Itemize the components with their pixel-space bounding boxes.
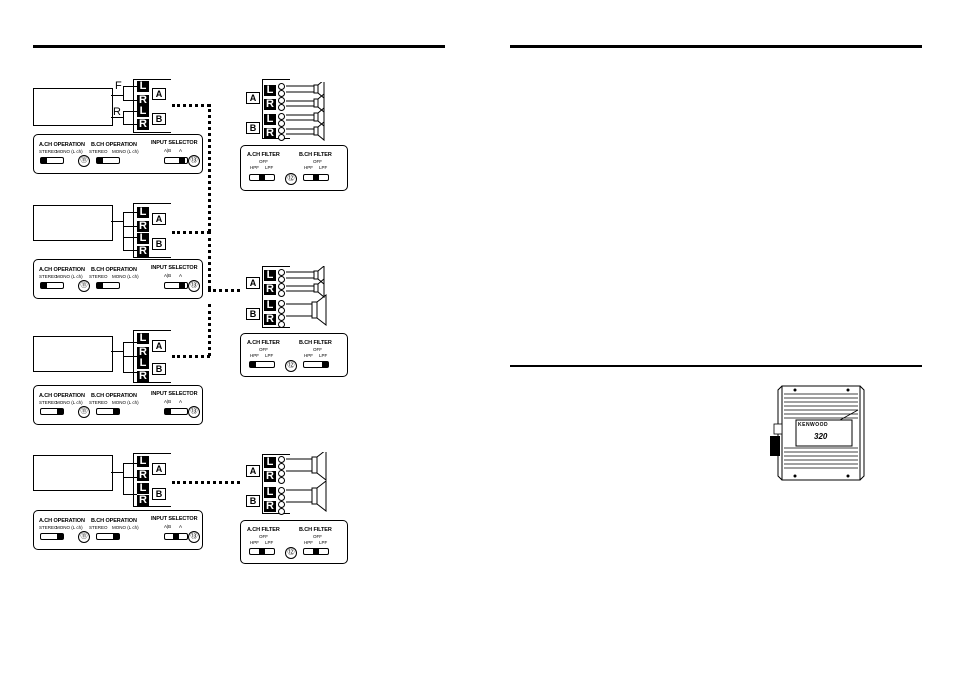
a-ch-operation-switch-1[interactable] (40, 157, 64, 164)
speaker-icon (286, 452, 327, 512)
input-selector-switch-1[interactable] (164, 157, 188, 164)
b-ch-operation-switch-3[interactable] (96, 408, 120, 415)
output-l-2a: L (264, 270, 276, 281)
input-ch-a-4: A (152, 463, 166, 475)
speaker-icon (286, 82, 325, 142)
operation-panel-2: A.CH OPERATION B.CH OPERATION INPUT SELE… (33, 259, 203, 299)
output-l-2b: L (264, 300, 276, 311)
speaker-icon (286, 266, 327, 326)
filter-panel-2: A.CH FILTER B.CH FILTER OFF OFF HPF LPF … (240, 333, 348, 377)
front-label: F (115, 80, 122, 92)
input-ch-a-3: A (152, 340, 166, 352)
dotted-link-4 (172, 481, 240, 484)
output-l-3b: L (264, 487, 276, 498)
b-ch-operation-switch-2[interactable] (96, 282, 120, 289)
output-ch-b-1: B (246, 122, 260, 134)
a-ch-filter-switch-2[interactable] (249, 361, 275, 368)
output-r-1a: R (264, 99, 276, 110)
head-unit-box-2 (33, 205, 113, 241)
amplifier-illustration: KENWOOD 320 (770, 380, 865, 486)
input-r-4b: R (137, 495, 149, 506)
output-r-1b: R (264, 128, 276, 139)
input-ch-b-3: B (152, 363, 166, 375)
input-l-4b: L (137, 483, 149, 494)
head-unit-box-3 (33, 336, 113, 372)
operation-panel-3: A.CH OPERATION B.CH OPERATION INPUT SELE… (33, 385, 203, 425)
a-ch-operation-switch-2[interactable] (40, 282, 64, 289)
amp-brand: KENWOOD (798, 422, 829, 428)
output-r-2a: R (264, 284, 276, 295)
b-ch-operation-switch-4[interactable] (96, 533, 120, 540)
dotted-link-to-amp2 (208, 289, 240, 292)
a-ch-filter-switch-1[interactable] (249, 174, 275, 181)
input-ch-b-4: B (152, 488, 166, 500)
output-r-3b: R (264, 501, 276, 512)
dotted-link-3v (208, 304, 211, 356)
input-l-4a: L (137, 456, 149, 467)
input-r-2b: R (137, 246, 149, 257)
output-ch-a-3: A (246, 465, 260, 477)
operation-panel-1: A.CH OPERATION B.CH OPERATION INPUT SELE… (33, 134, 203, 174)
a-ch-filter-switch-3[interactable] (249, 548, 275, 555)
dotted-link-3h (172, 355, 210, 358)
input-r-1b: R (137, 119, 149, 130)
input-ch-a-1: A (152, 88, 166, 100)
input-l-3a: L (137, 333, 149, 344)
input-selector-switch-2[interactable] (164, 282, 188, 289)
input-ch-b-2: B (152, 238, 166, 250)
filter-panel-1: A.CH FILTER B.CH FILTER OFF OFF HPF LPF … (240, 145, 348, 191)
head-unit-box-1 (33, 88, 113, 126)
output-l-1b: L (264, 114, 276, 125)
input-selector-switch-3[interactable] (164, 408, 188, 415)
output-ch-a-1: A (246, 92, 260, 104)
output-ch-b-3: B (246, 495, 260, 507)
b-ch-filter-switch-2[interactable] (303, 361, 329, 368)
dotted-link-2 (172, 231, 210, 234)
output-ch-b-2: B (246, 308, 260, 320)
output-r-2b: R (264, 314, 276, 325)
b-ch-filter-switch-3[interactable] (303, 548, 329, 555)
input-r-4a: R (137, 470, 149, 481)
a-ch-operation-switch-4[interactable] (40, 533, 64, 540)
input-l-1b: L (137, 106, 149, 117)
a-ch-operation-switch-3[interactable] (40, 408, 64, 415)
b-ch-filter-switch-1[interactable] (303, 174, 329, 181)
output-ch-a-2: A (246, 277, 260, 289)
input-r-1a: R (137, 95, 149, 106)
input-selector-switch-4[interactable] (164, 533, 188, 540)
input-l-2a: L (137, 207, 149, 218)
rear-label: R (113, 106, 121, 118)
amp-model: 320 (814, 432, 828, 441)
right-page-rule (510, 45, 922, 48)
left-page-rule (33, 45, 445, 48)
output-l-3a: L (264, 457, 276, 468)
right-section-rule (510, 365, 922, 367)
input-ch-a-2: A (152, 213, 166, 225)
operation-panel-4: A.CH OPERATION B.CH OPERATION INPUT SELE… (33, 510, 203, 550)
head-unit-box-4 (33, 455, 113, 491)
b-ch-operation-switch-1[interactable] (96, 157, 120, 164)
input-r-3b: R (137, 371, 149, 382)
dotted-link-2b (208, 231, 211, 289)
dotted-link-1v (208, 104, 211, 232)
dotted-link-1 (172, 104, 210, 107)
input-ch-b-1: B (152, 113, 166, 125)
output-l-1a: L (264, 85, 276, 96)
input-l-3b: L (137, 358, 149, 369)
input-l-2b: L (137, 233, 149, 244)
input-r-3a: R (137, 347, 149, 358)
input-r-2a: R (137, 221, 149, 232)
output-r-3a: R (264, 471, 276, 482)
filter-panel-3: A.CH FILTER B.CH FILTER OFF OFF HPF LPF … (240, 520, 348, 564)
input-l-1a: L (137, 81, 149, 92)
